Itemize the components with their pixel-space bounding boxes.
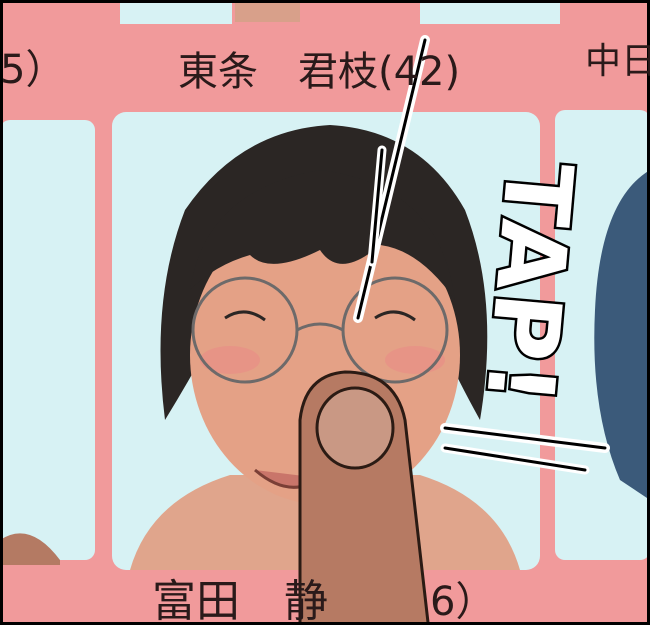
label-top-left: 5）: [0, 47, 66, 93]
top-photo-strip: [120, 0, 232, 24]
label-bottom-right: 6）: [430, 579, 496, 625]
fingernail: [315, 386, 395, 470]
label-main-name: 東条 君枝(42): [178, 49, 461, 95]
left-eye: [224, 310, 266, 322]
right-eye: [374, 310, 416, 322]
sfx-tap: TAP!: [465, 158, 593, 411]
left-neighbor-photo: [0, 120, 95, 560]
neighbor-hair: [594, 170, 650, 500]
label-top-right: 中日: [585, 41, 650, 82]
label-bottom-name: 富田 静: [152, 576, 328, 625]
tap-motion-lines: [353, 35, 610, 475]
hair: [160, 125, 488, 420]
